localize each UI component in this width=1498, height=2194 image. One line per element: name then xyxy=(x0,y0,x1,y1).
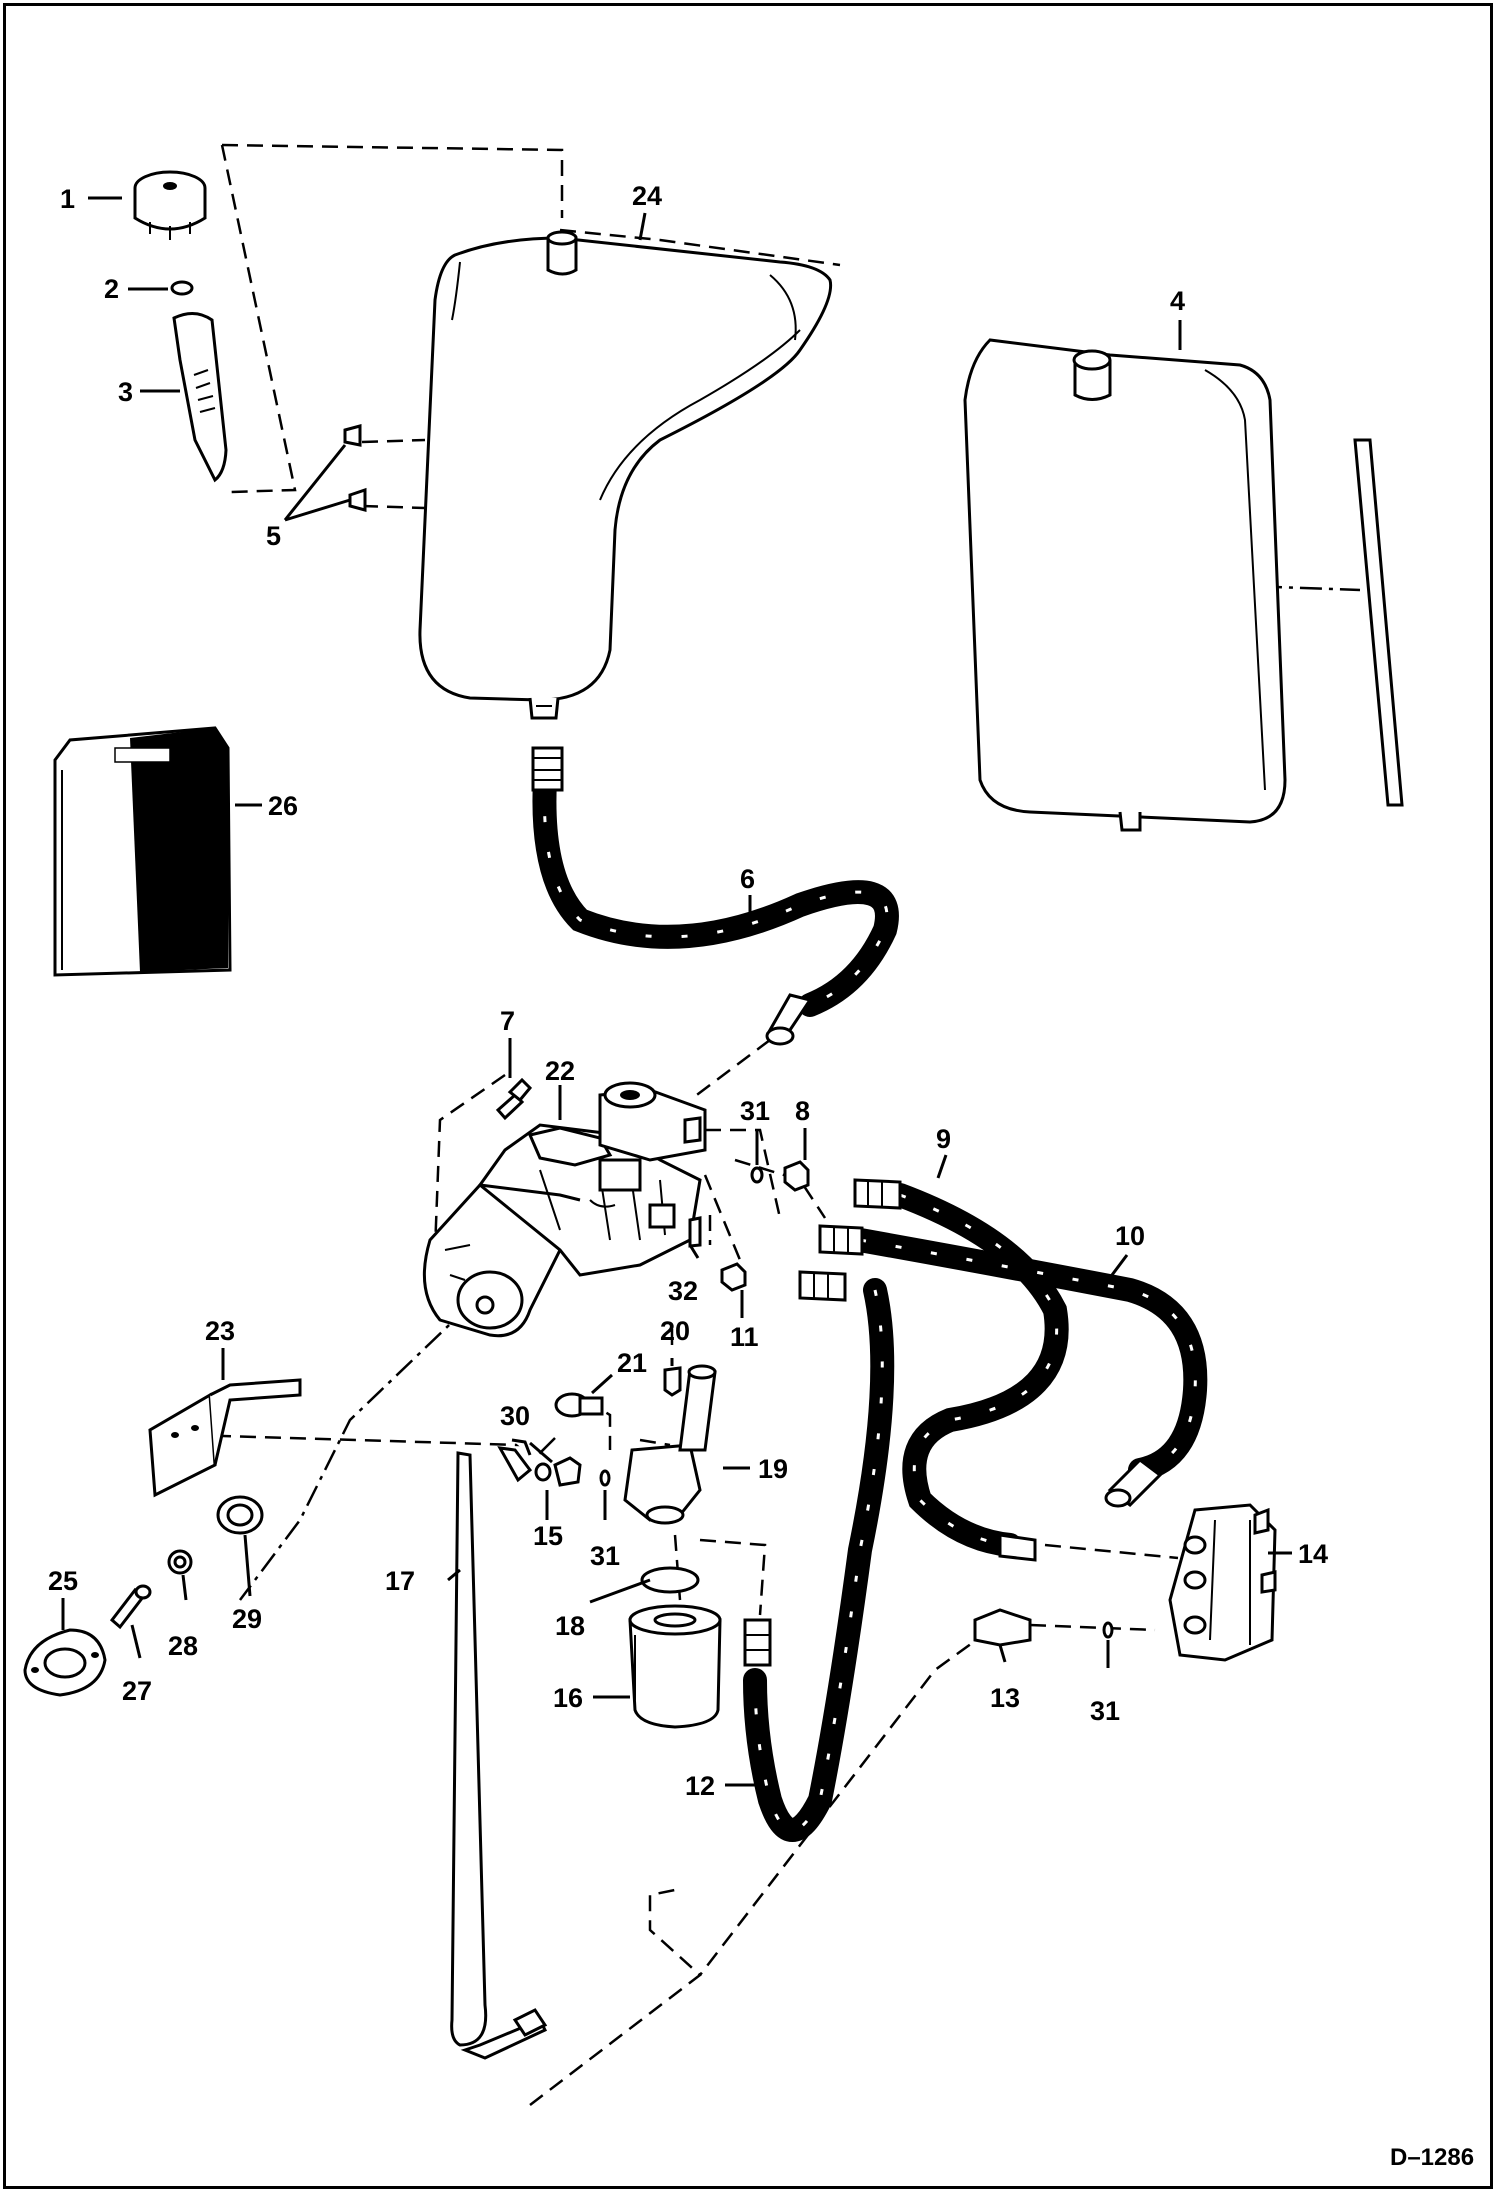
callout-28: 28 xyxy=(168,1631,198,1661)
callout-6: 6 xyxy=(740,864,755,894)
callout-16: 16 xyxy=(553,1683,583,1713)
callout-labels: 1 2 3 4 5 6 7 8 9 10 11 12 13 14 15 16 1… xyxy=(48,181,1328,1801)
callout-30: 30 xyxy=(500,1401,530,1431)
callout-18: 18 xyxy=(555,1611,585,1641)
tank-seal-strip xyxy=(1353,438,1404,807)
bolt-7 xyxy=(495,1077,533,1121)
hydrostatic-pump xyxy=(422,1081,707,1338)
callout-27: 27 xyxy=(122,1676,152,1706)
filler-cap xyxy=(133,170,207,240)
o-ring-15 xyxy=(534,1462,552,1482)
filler-strainer xyxy=(172,312,228,483)
hose-12 xyxy=(743,1270,895,1842)
leader-lines xyxy=(61,196,1292,1787)
hydraulic-tube xyxy=(450,1438,548,2060)
callout-29: 29 xyxy=(232,1604,262,1634)
assembly-guide-lines xyxy=(189,143,1361,2106)
callout-1: 1 xyxy=(60,184,75,214)
callout-14: 14 xyxy=(1298,1539,1328,1569)
callout-31-right: 31 xyxy=(1090,1696,1120,1726)
callout-19: 19 xyxy=(758,1454,788,1484)
drawing-code: D–1286 xyxy=(1390,2144,1474,2171)
callout-32: 32 xyxy=(668,1276,698,1306)
battery-box xyxy=(53,726,232,977)
mounting-clips xyxy=(343,424,367,512)
callout-7: 7 xyxy=(500,1006,515,1036)
callout-17: 17 xyxy=(385,1566,415,1596)
callout-9: 9 xyxy=(936,1124,951,1154)
o-ring-31-filter xyxy=(599,1469,611,1487)
fitting-11 xyxy=(720,1262,747,1292)
washer-28 xyxy=(167,1549,193,1575)
callout-3: 3 xyxy=(118,377,133,407)
callout-31-upper: 31 xyxy=(740,1096,770,1126)
filter-gasket-18 xyxy=(640,1566,700,1594)
callout-23: 23 xyxy=(205,1316,235,1346)
fuel-tank xyxy=(963,338,1287,832)
o-ring-31-upper xyxy=(750,1166,764,1184)
hydraulic-reservoir xyxy=(418,230,833,720)
control-valve xyxy=(1168,1503,1277,1662)
gasket-2 xyxy=(170,280,194,296)
callout-15: 15 xyxy=(533,1521,563,1551)
callout-11: 11 xyxy=(730,1322,759,1352)
elbow-fitting-13 xyxy=(973,1608,1032,1647)
suction-hose xyxy=(531,746,899,1046)
callout-2: 2 xyxy=(104,274,119,304)
callout-8: 8 xyxy=(795,1096,810,1126)
callout-21: 21 xyxy=(617,1348,647,1378)
callout-10: 10 xyxy=(1115,1221,1145,1251)
fitting-30 xyxy=(553,1456,582,1487)
bolt-20 xyxy=(663,1366,682,1397)
plug-21 xyxy=(554,1392,604,1418)
callout-24: 24 xyxy=(632,181,662,211)
flange-gasket-25 xyxy=(23,1628,107,1697)
o-ring-31-right xyxy=(1102,1621,1114,1639)
bolt-27 xyxy=(109,1584,152,1630)
callout-5: 5 xyxy=(266,521,281,551)
callout-4: 4 xyxy=(1170,286,1185,316)
mounting-bracket xyxy=(148,1378,302,1498)
callout-12: 12 xyxy=(685,1771,715,1801)
oil-filter xyxy=(628,1604,722,1729)
callout-20: 20 xyxy=(660,1316,690,1346)
callout-31-filter: 31 xyxy=(590,1541,620,1571)
hose-10 xyxy=(818,1224,1208,1508)
fitting-8 xyxy=(783,1160,810,1192)
callout-13: 13 xyxy=(990,1683,1020,1713)
filter-head xyxy=(623,1364,717,1525)
callout-25: 25 xyxy=(48,1566,78,1596)
coupler-29 xyxy=(216,1495,264,1535)
callout-22: 22 xyxy=(545,1056,575,1086)
o-ring-32 xyxy=(688,1216,702,1248)
callout-26: 26 xyxy=(268,791,298,821)
